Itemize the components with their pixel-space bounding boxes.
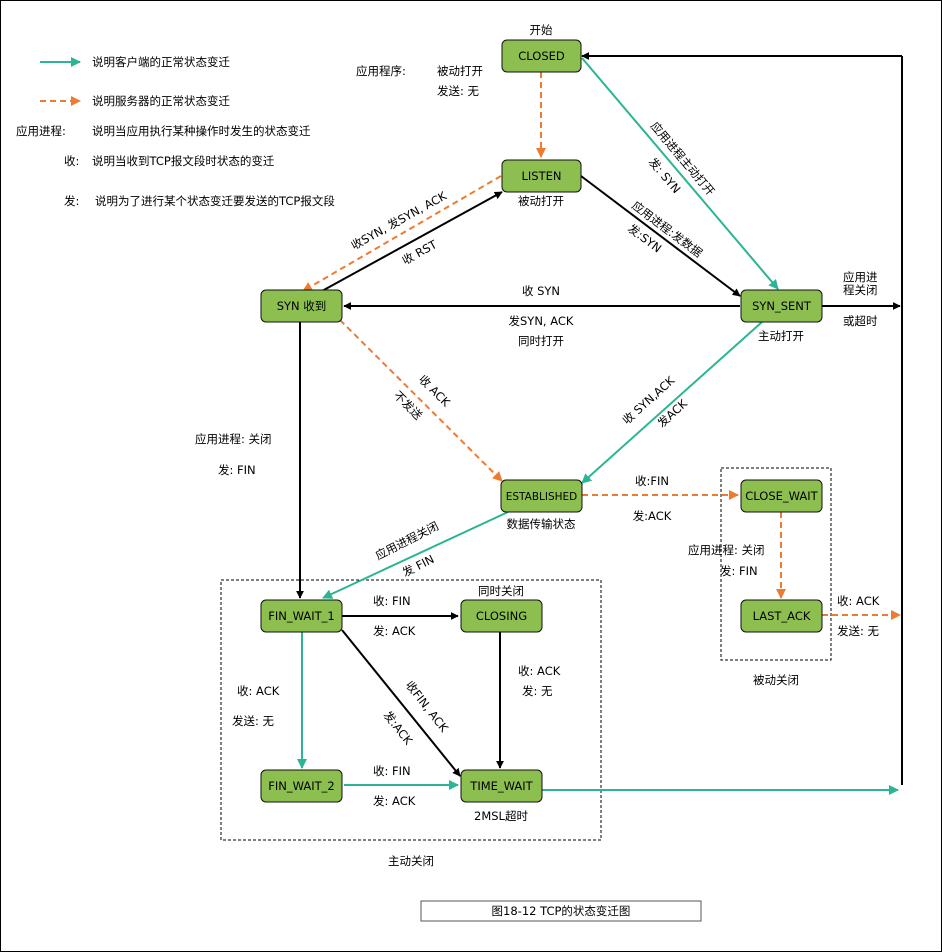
label-recv-fin-ack: 收FIN, ACK <box>403 678 452 735</box>
state-fin-wait-2: FIN_WAIT_2 <box>260 769 343 803</box>
arrow-syn-sent-to-established <box>581 321 763 484</box>
label-recv-ack: 收 ACK <box>416 372 453 409</box>
label-app-close-timeout-1: 应用进 <box>843 270 878 284</box>
label-recv-ack-2: 收: ACK <box>837 594 880 608</box>
label-recv-rst: 收 RST <box>400 237 440 268</box>
label-send-ack-3: 发: ACK <box>373 624 416 638</box>
label-simul-close: 同时关闭 <box>478 584 524 598</box>
state-closed-label: CLOSED <box>518 49 565 63</box>
label-send-fin: 发: FIN <box>218 463 256 477</box>
state-fin-wait-1: FIN_WAIT_1 <box>260 599 343 633</box>
state-listen: LISTEN <box>501 159 582 193</box>
legend-send-desc: 说明为了进行某个状态变迁要发送的TCP报文段 <box>95 194 335 208</box>
label-passive-open-cmd: 被动打开 <box>437 64 483 78</box>
state-syn-rcvd-label: SYN 收到 <box>277 299 327 313</box>
state-syn-sent: SYN_SENT <box>740 289 823 323</box>
legend-send-key: 发: <box>64 194 79 208</box>
label-app-program: 应用程序: <box>356 64 406 78</box>
label-passive-close: 被动关闭 <box>753 673 799 687</box>
label-send-none-2: 发送: 无 <box>837 624 880 638</box>
label-recv-fin: 收:FIN <box>635 474 669 488</box>
state-close-wait-label: CLOSE_WAIT <box>745 489 818 503</box>
label-active-close: 主动关闭 <box>388 854 434 868</box>
label-simul-open: 同时打开 <box>518 334 564 348</box>
legend-recv-key: 收: <box>64 154 79 168</box>
state-fin-wait-2-label: FIN_WAIT_2 <box>268 779 334 793</box>
legend-app-key: 应用进程: <box>16 124 66 138</box>
arrow-listen-to-syn-sent <box>580 175 741 297</box>
state-close-wait: CLOSE_WAIT <box>740 479 823 513</box>
label-or-timeout: 或超时 <box>843 314 878 328</box>
state-time-wait: TIME_WAIT <box>460 769 543 803</box>
label-recv-ack-3: 收: ACK <box>518 664 561 678</box>
label-passive-open: 被动打开 <box>518 194 564 208</box>
state-last-ack-label: LAST_ACK <box>753 609 811 623</box>
state-time-wait-label: TIME_WAIT <box>469 779 533 793</box>
label-send-fin-3: 发: FIN <box>720 564 758 578</box>
label-send-ack-5: 发: ACK <box>373 794 416 808</box>
label-app-close-timeout-2: 程关闭 <box>843 283 878 297</box>
caption: 图18-12 TCP的状态变迁图 <box>492 904 631 918</box>
label-active-open: 主动打开 <box>758 329 804 343</box>
state-listen-label: LISTEN <box>522 169 562 183</box>
legend-app-desc: 说明当应用执行某种操作时发生的状态变迁 <box>92 124 311 138</box>
label-send-syn-ack: 发SYN, ACK <box>509 314 574 328</box>
label-recv-fin-3: 收: FIN <box>373 764 411 778</box>
label-recv-ack-4: 收: ACK <box>237 684 280 698</box>
label-send-fin-2: 发 FIN <box>400 552 436 580</box>
label-send-none-3: 发: 无 <box>522 684 553 698</box>
arrow-syn-rcvd-to-listen <box>321 191 503 292</box>
label-data-transfer: 数据传输状态 <box>507 517 576 531</box>
legend-client-text: 说明客户端的正常状态变迁 <box>92 55 230 69</box>
state-closed: CLOSED <box>501 39 582 73</box>
label-app-close: 应用进程: 关闭 <box>195 432 272 446</box>
state-closing-label: CLOSING <box>476 609 527 623</box>
label-msl-timeout: 2MSL超时 <box>474 809 528 823</box>
state-fin-wait-1-label: FIN_WAIT_1 <box>268 609 334 623</box>
state-syn-sent-label: SYN_SENT <box>752 299 812 313</box>
label-send-none: 发送: 无 <box>437 84 480 98</box>
arrow-listen-to-syn-rcvd <box>302 175 502 292</box>
arrow-closed-to-syn-sent <box>581 57 779 290</box>
caption-box <box>420 900 702 922</box>
arrow-established-to-fin-wait-1 <box>322 511 509 599</box>
state-syn-rcvd: SYN 收到 <box>260 289 343 323</box>
label-send-none-4: 发送: 无 <box>232 714 275 728</box>
legend: 说明客户端的正常状态变迁 说明服务器的正常状态变迁 应用进程: 说明当应用执行某… <box>16 55 335 208</box>
arrow-syn-rcvd-to-established <box>339 319 503 482</box>
legend-recv-desc: 说明当收到TCP报文段时状态的变迁 <box>92 154 275 168</box>
label-start: 开始 <box>530 23 553 37</box>
label-app-close-3: 应用进程: 关闭 <box>688 543 765 557</box>
label-recv-fin-2: 收: FIN <box>373 594 411 608</box>
state-established-label: ESTABLISHED <box>506 491 578 503</box>
active-close-region <box>220 579 602 841</box>
label-no-send: 不发送 <box>391 388 426 423</box>
passive-close-region <box>720 467 832 661</box>
legend-server-text: 说明服务器的正常状态变迁 <box>92 94 230 108</box>
state-closing: CLOSING <box>460 599 543 633</box>
label-send-ack-2: 发:ACK <box>633 509 672 523</box>
state-last-ack: LAST_ACK <box>740 599 823 633</box>
arrow-fin-wait-1-to-time-wait <box>341 629 461 777</box>
state-established: ESTABLISHED <box>500 479 583 513</box>
label-recv-syn: 收 SYN <box>522 284 560 298</box>
